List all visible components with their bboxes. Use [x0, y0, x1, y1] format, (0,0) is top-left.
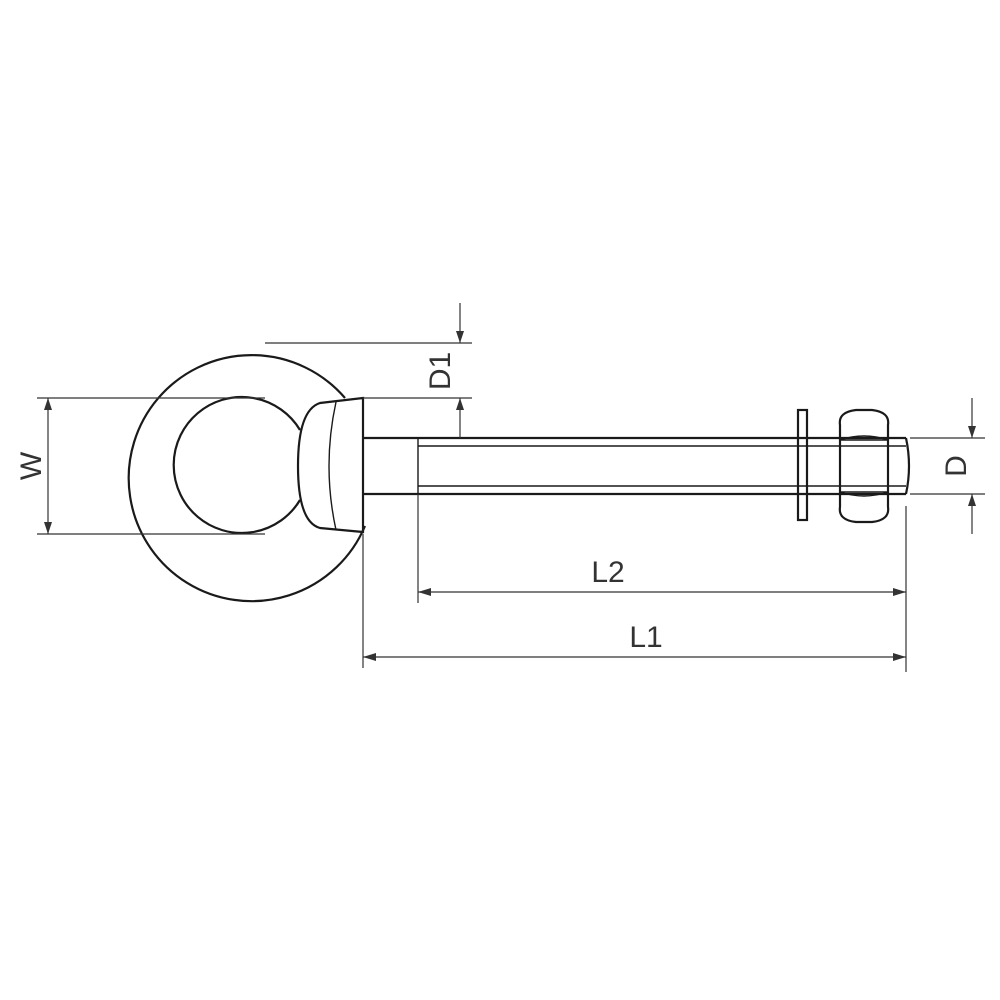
dimension-l2-label: L2 — [591, 556, 624, 589]
dimension-d1-label: D1 — [424, 352, 457, 390]
dimension-l1: L1 — [362, 534, 906, 668]
eye-ring-inner — [172, 395, 301, 535]
dimension-d1: D1 — [265, 303, 472, 438]
dimension-w: W — [15, 397, 265, 535]
dimension-l1-label: L1 — [629, 621, 662, 654]
eye-ring-outer — [127, 354, 367, 603]
shank — [363, 436, 911, 496]
collar — [296, 396, 365, 534]
dimension-d-label: D — [940, 455, 973, 477]
dimension-w-label: W — [15, 451, 48, 480]
eye-ring — [127, 354, 367, 603]
dimension-d: D — [910, 398, 985, 534]
washer — [796, 408, 809, 522]
hex-nut — [838, 408, 890, 524]
dimension-l2: L2 — [417, 494, 907, 672]
